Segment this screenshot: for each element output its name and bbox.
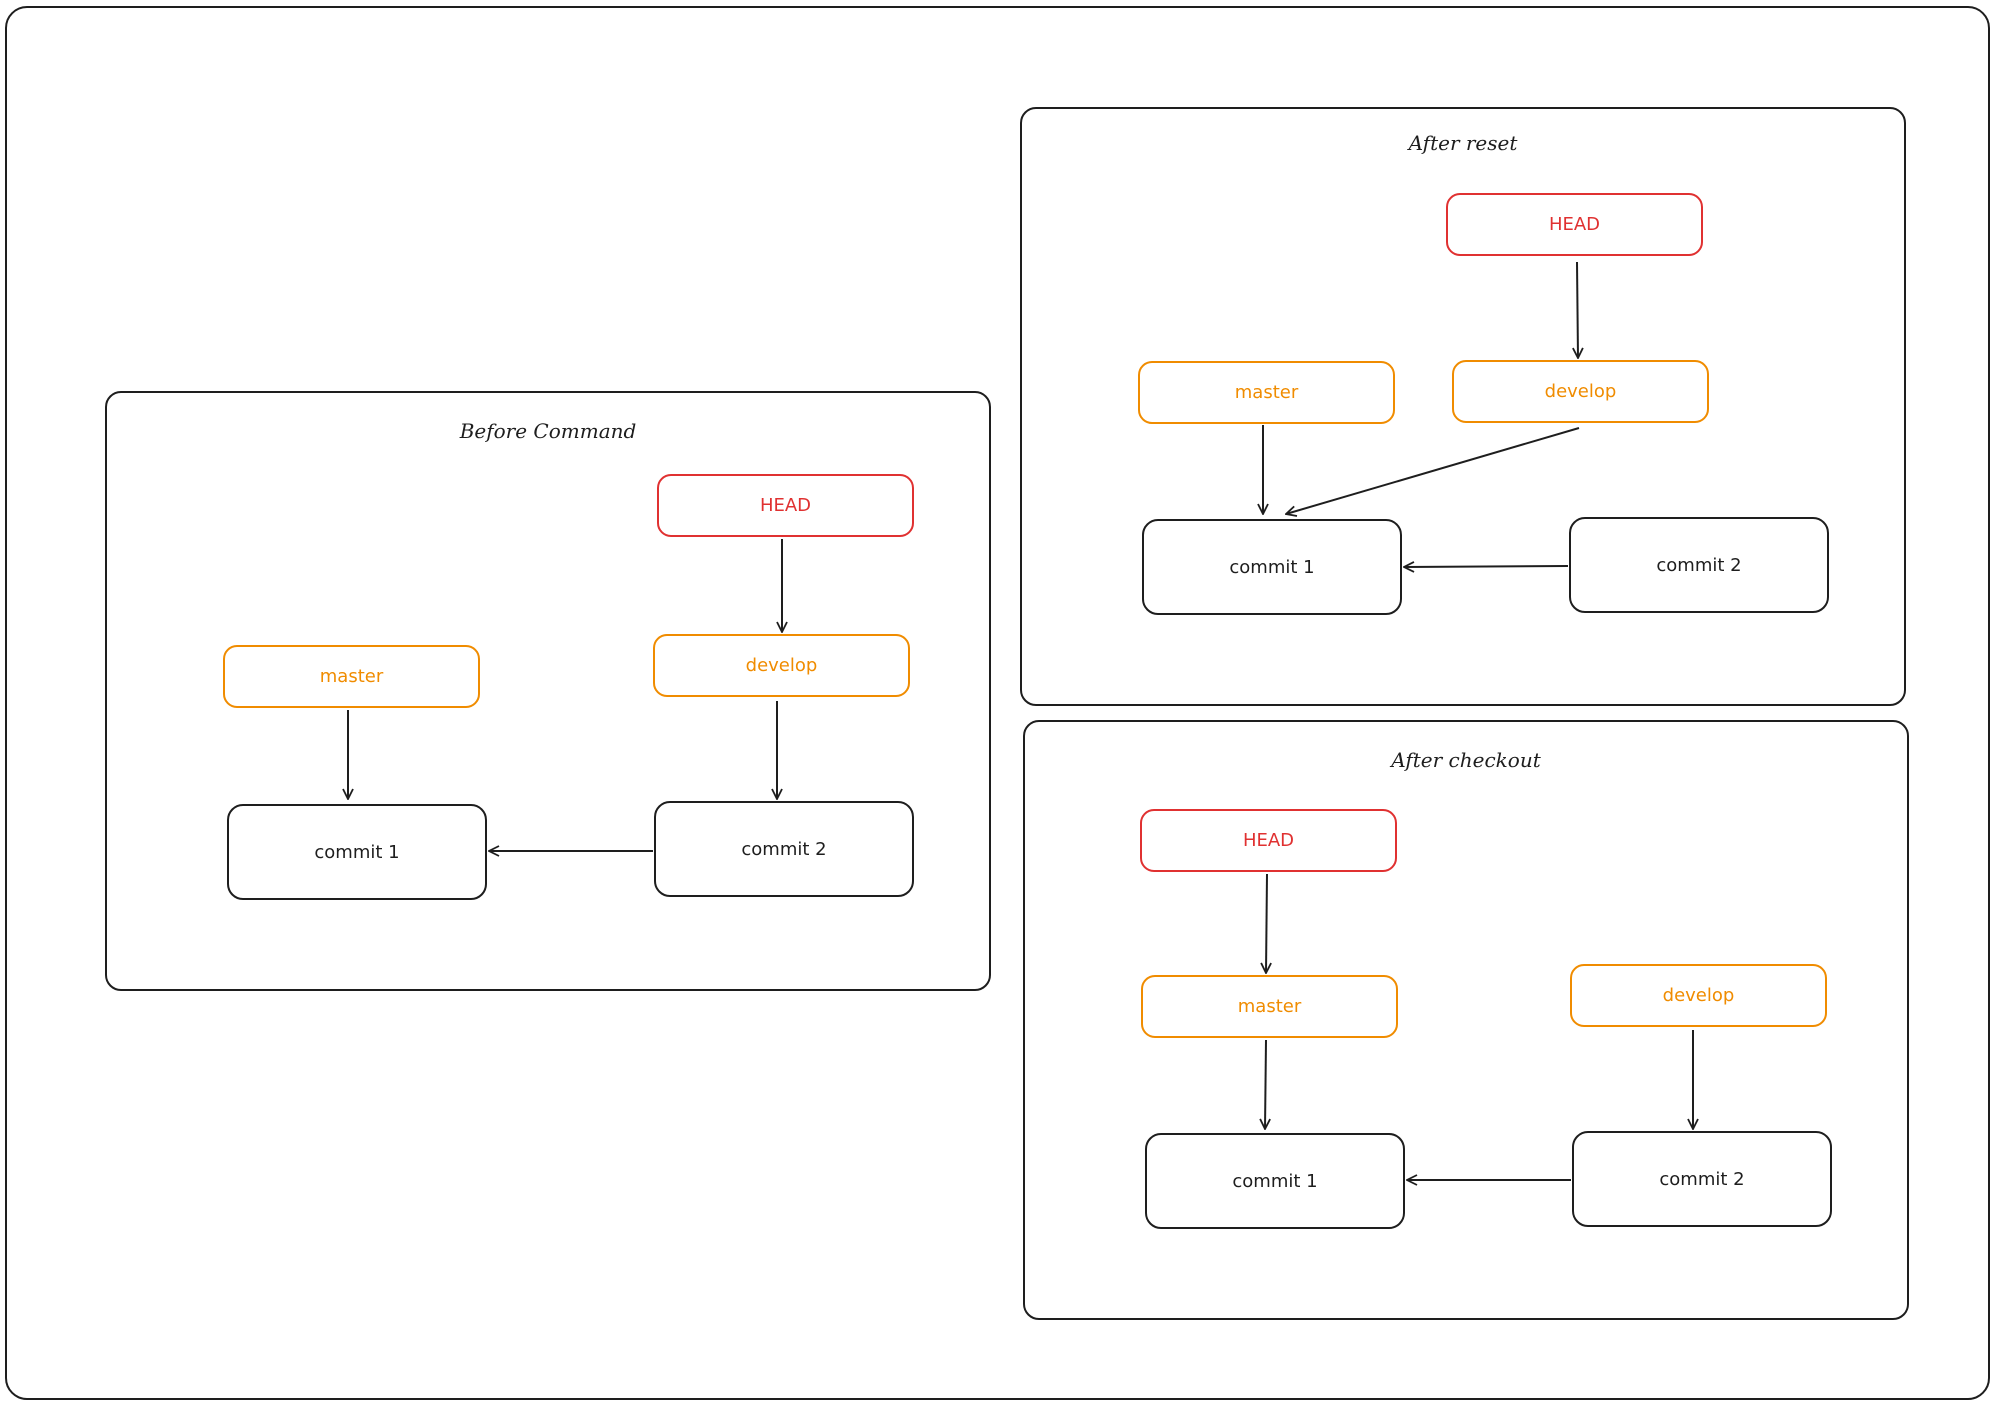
commit-1-node: commit 1	[1145, 1133, 1405, 1229]
commit-1-node: commit 1	[1142, 519, 1402, 615]
panel-after-checkout: After checkout	[1023, 720, 1909, 1320]
master-branch-node: master	[223, 645, 480, 708]
head-node: HEAD	[1140, 809, 1397, 872]
head-node: HEAD	[1446, 193, 1703, 256]
panel-title: Before Command	[459, 419, 637, 443]
develop-branch-node: develop	[653, 634, 910, 697]
panel-before-command: Before Command	[105, 391, 991, 991]
master-branch-node: master	[1138, 361, 1395, 424]
master-branch-node: master	[1141, 975, 1398, 1038]
commit-2-node: commit 2	[654, 801, 914, 897]
canvas-frame	[5, 6, 1990, 1400]
develop-branch-node: develop	[1570, 964, 1827, 1027]
head-node: HEAD	[657, 474, 914, 537]
commit-2-node: commit 2	[1569, 517, 1829, 613]
commit-2-node: commit 2	[1572, 1131, 1832, 1227]
panel-title: After checkout	[1391, 748, 1541, 772]
commit-1-node: commit 1	[227, 804, 487, 900]
develop-branch-node: develop	[1452, 360, 1709, 423]
panel-after-reset: After reset	[1020, 107, 1906, 706]
panel-title: After reset	[1408, 131, 1518, 155]
